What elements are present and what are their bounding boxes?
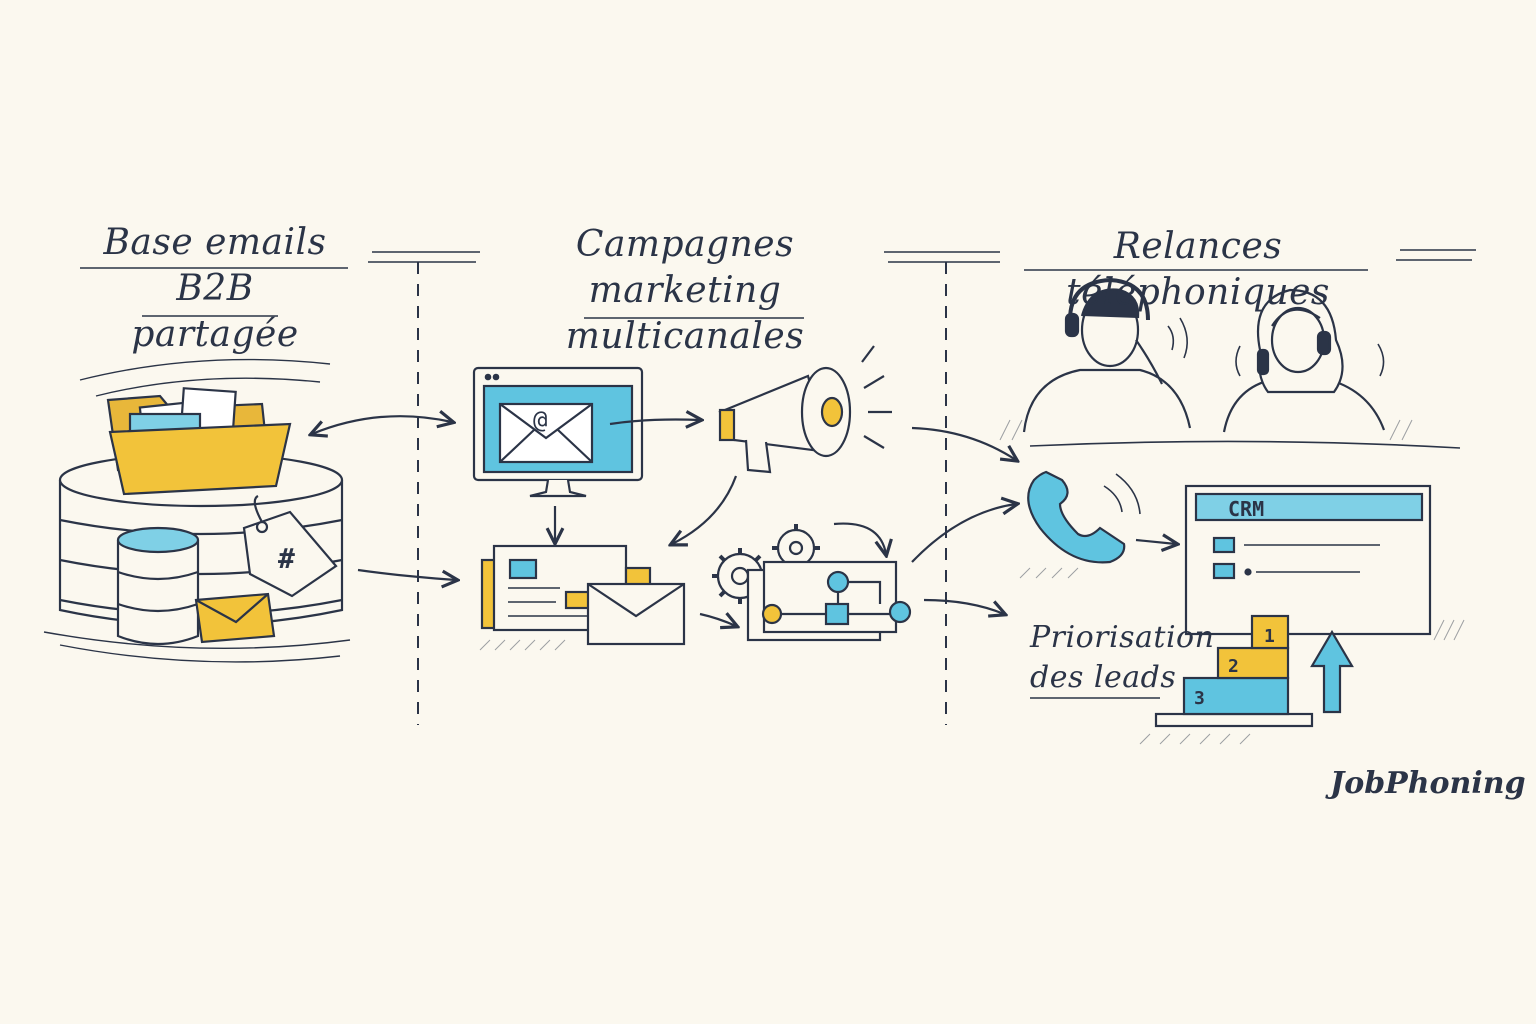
priority-heading: Priorisation des leads xyxy=(1030,618,1220,698)
database-heading-line2: partagée xyxy=(131,314,299,355)
campaigns-heading-line1: Campagnes marketing xyxy=(575,224,795,311)
priority-podium: 1 2 3 xyxy=(1154,614,1354,728)
podium-step-1: 1 xyxy=(1264,626,1275,647)
sketch-hatching xyxy=(479,419,1465,745)
campaigns-heading: Campagnes marketing multicanales xyxy=(490,222,880,360)
operator-man-illustration xyxy=(1022,277,1192,433)
flow-arrows xyxy=(312,416,1176,626)
podium-step-2: 2 xyxy=(1228,656,1239,677)
operator-woman-illustration xyxy=(1222,288,1386,433)
tag-icon: # xyxy=(242,495,338,598)
documents-icon xyxy=(480,544,686,646)
workflow-automation-icon xyxy=(746,560,912,642)
priority-heading-line2: des leads xyxy=(1030,660,1177,695)
email-at-symbol: @ xyxy=(533,406,547,434)
megaphone-icon xyxy=(718,345,892,474)
divider-line xyxy=(1029,440,1461,449)
calls-heading-line1: Relances téléphoniques xyxy=(1066,226,1330,313)
tag-label: # xyxy=(278,542,295,575)
folder-icon xyxy=(106,387,292,496)
podium-step-3: 3 xyxy=(1194,688,1205,709)
database-heading-line1: Base emails B2B xyxy=(103,222,327,309)
phone-icon xyxy=(1027,470,1141,564)
monitor-email-icon: @ xyxy=(472,366,644,498)
crm-window: CRM xyxy=(1184,484,1432,636)
column-dividers xyxy=(417,262,947,725)
priority-heading-line1: Priorisation xyxy=(1030,620,1215,655)
calls-heading: Relances téléphoniques xyxy=(1010,224,1386,316)
database-heading: Base emails B2B partagée xyxy=(60,220,370,358)
campaigns-heading-line2: multicanales xyxy=(565,316,805,357)
envelope-icon-yellow xyxy=(194,592,276,644)
brand-logo: JobPhoning xyxy=(1330,766,1526,801)
heading-rules xyxy=(80,249,1476,699)
crm-label: CRM xyxy=(1228,497,1264,521)
